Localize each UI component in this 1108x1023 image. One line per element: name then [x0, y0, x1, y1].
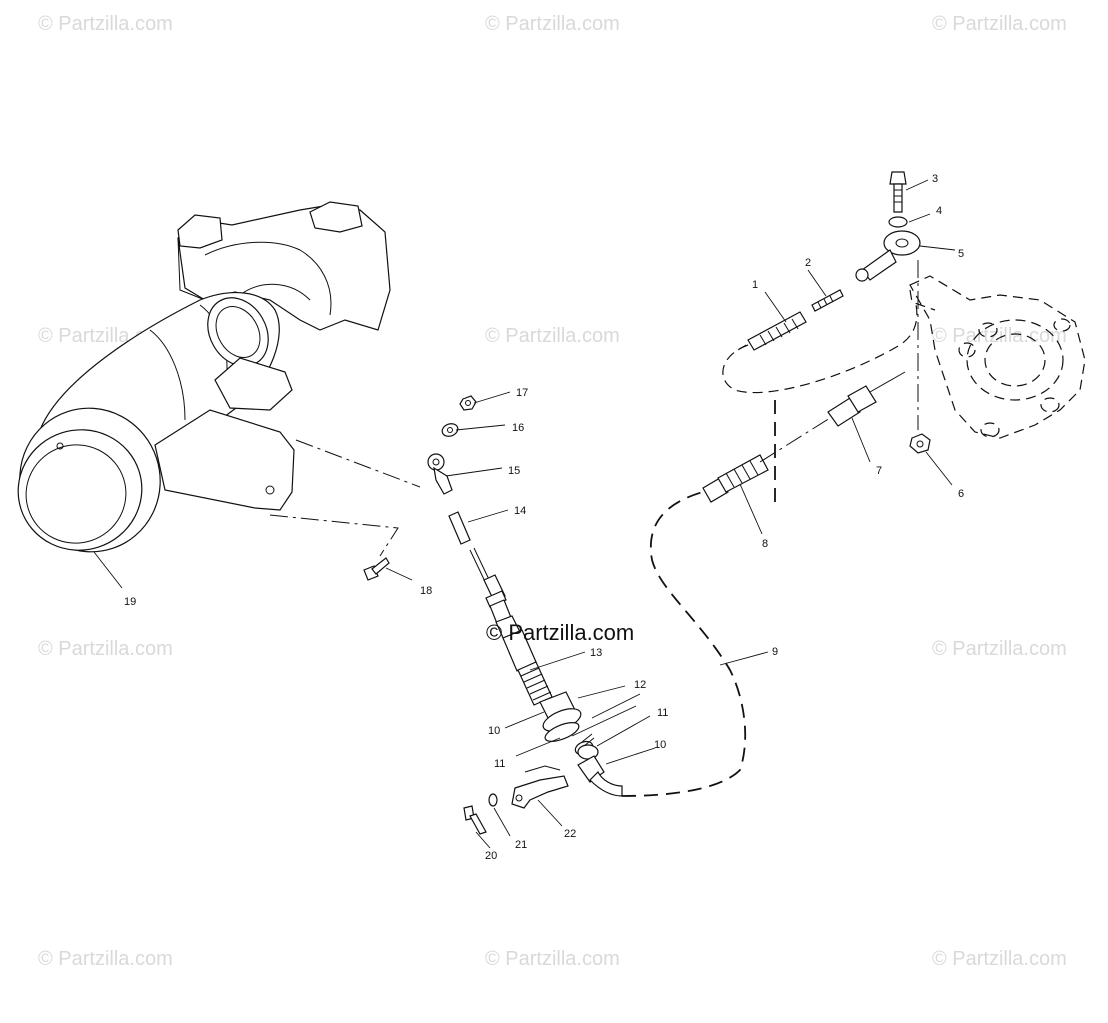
part-10-lower-nut [577, 755, 623, 797]
callout-18: 18 [420, 585, 432, 597]
watermark: © Partzilla.com [38, 13, 173, 35]
callout-13: 13 [590, 647, 602, 659]
watermark-layer: © Partzilla.com © Partzilla.com © Partzi… [38, 13, 1067, 970]
part-1-inner-cable [737, 311, 807, 351]
part-16-washer [441, 423, 459, 437]
callout-12: 12 [634, 679, 646, 691]
part-11-lower-washer [577, 733, 599, 760]
part-20-screw [463, 805, 487, 835]
part-5-rod-end [855, 230, 921, 282]
watermark: © Partzilla.com [932, 948, 1067, 970]
watermark: © Partzilla.com [932, 325, 1067, 347]
callout-1: 1 [752, 279, 758, 291]
part-2-rod [811, 289, 844, 312]
part-18-bolt [363, 557, 390, 581]
callout-20: 20 [485, 850, 497, 862]
part-17-nut [459, 395, 477, 411]
leader-lines [93, 179, 956, 849]
callout-17: 17 [516, 387, 528, 399]
watermark: © Partzilla.com [38, 638, 173, 660]
ghost-engine-bracket [909, 275, 1086, 439]
part-4-washer [888, 216, 908, 228]
part-15-rod-end [427, 453, 453, 495]
callout-10-upper: 10 [488, 725, 500, 737]
centerline [759, 417, 831, 463]
part-12-bulkhead-nut [539, 691, 582, 732]
callout-3: 3 [932, 173, 938, 185]
part-14-sleeve [448, 511, 471, 545]
callout-16: 16 [512, 422, 524, 434]
part-21-washer [488, 793, 498, 807]
part-6-nut [909, 433, 931, 454]
callout-11-lower: 11 [657, 707, 668, 719]
callout-15: 15 [508, 465, 520, 477]
centerline [269, 514, 399, 557]
callout-7: 7 [876, 465, 882, 477]
watermark-center: © Partzilla.com [486, 620, 634, 645]
callout-14: 14 [514, 505, 526, 517]
part-19-housing [17, 201, 391, 553]
watermark: © Partzilla.com [932, 638, 1067, 660]
part-11-washer [544, 722, 580, 742]
centerline [295, 439, 421, 488]
watermark: © Partzilla.com [485, 948, 620, 970]
callout-10-lower: 10 [654, 739, 666, 751]
callout-2: 2 [805, 257, 811, 269]
part-8-adjuster [702, 454, 769, 503]
part-9-cable-path [621, 489, 747, 797]
callout-11-upper: 11 [494, 758, 505, 770]
callout-9: 9 [772, 646, 778, 658]
part-3-bolt [889, 171, 907, 213]
cable-path-loop [722, 299, 918, 394]
part-22-bracket [511, 765, 569, 809]
watermark: © Partzilla.com [38, 948, 173, 970]
callout-5: 5 [958, 248, 964, 260]
callout-4: 4 [936, 205, 942, 217]
callout-6: 6 [958, 488, 964, 500]
callout-22: 22 [564, 828, 576, 840]
watermark: © Partzilla.com [485, 325, 620, 347]
watermark: © Partzilla.com [485, 13, 620, 35]
part-13-cable-end [469, 547, 553, 706]
part-7-housing-end [827, 371, 906, 427]
callout-numbers: 3 4 5 2 1 6 7 8 9 17 16 15 14 18 19 13 1… [124, 173, 964, 862]
callout-21: 21 [515, 839, 527, 851]
watermark: © Partzilla.com [932, 13, 1067, 35]
callout-19: 19 [124, 596, 136, 608]
callout-8: 8 [762, 538, 768, 550]
